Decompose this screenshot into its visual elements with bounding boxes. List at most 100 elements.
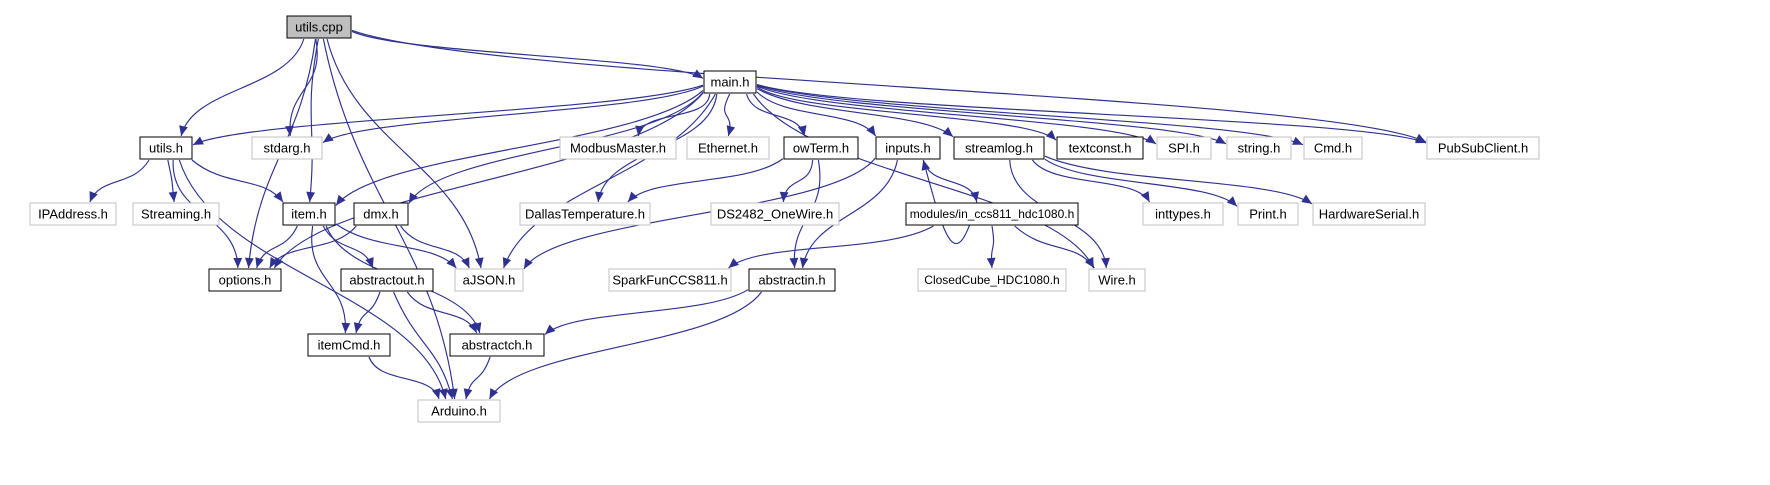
node-box[interactable] [905, 202, 1079, 226]
node-box[interactable] [454, 268, 524, 292]
node-box[interactable] [1056, 136, 1144, 160]
dependency-edge [503, 93, 716, 269]
graph-node-utils-cpp[interactable]: utils.cpputils.cpp [286, 15, 352, 39]
node-box[interactable] [307, 333, 391, 357]
node-box[interactable] [953, 136, 1045, 160]
node-box[interactable] [608, 268, 732, 292]
node-box[interactable] [1312, 202, 1426, 226]
edge-arrowhead [1140, 191, 1150, 202]
edge-arrowhead [431, 388, 441, 399]
node-box[interactable] [1226, 136, 1292, 160]
node-box[interactable] [1156, 136, 1212, 160]
edge-arrowhead [524, 258, 533, 269]
node-box[interactable] [251, 136, 323, 160]
node-box[interactable] [340, 268, 434, 292]
dependency-edge [351, 30, 704, 79]
edge-arrowhead [942, 126, 953, 137]
node-box[interactable] [703, 70, 757, 94]
edge-arrowhead [461, 257, 470, 268]
node-box[interactable] [282, 202, 336, 226]
edge-layer [89, 29, 1427, 400]
node-box[interactable] [917, 268, 1067, 292]
dependency-edge [322, 225, 374, 269]
edge-arrowhead [1215, 135, 1226, 144]
node-box[interactable] [1303, 136, 1363, 160]
edge-arrowhead [970, 191, 980, 202]
node-box[interactable] [449, 333, 545, 357]
node-box[interactable] [1142, 202, 1224, 226]
edge-arrowhead [635, 125, 644, 136]
node-box[interactable] [875, 136, 941, 160]
edge-arrowhead [799, 257, 809, 268]
node-box[interactable] [559, 136, 677, 160]
node-box[interactable] [208, 268, 282, 292]
dependency-edge [756, 83, 1427, 144]
dependency-edge [922, 159, 978, 203]
edge-arrowhead [341, 322, 351, 333]
node-box[interactable] [783, 136, 859, 160]
edge-arrowhead [726, 125, 736, 136]
edge-arrowhead [789, 257, 799, 268]
node-box[interactable] [1088, 268, 1146, 292]
node-box[interactable] [710, 202, 840, 226]
dependency-edge [801, 159, 899, 269]
node-box[interactable] [1426, 136, 1540, 160]
edge-arrowhead [1045, 129, 1056, 141]
node-box[interactable] [353, 202, 409, 226]
node-box[interactable] [1237, 202, 1299, 226]
edge-arrowhead [474, 257, 484, 268]
edge-arrowhead [1226, 196, 1237, 207]
node-box[interactable] [286, 15, 352, 39]
dependency-edge [192, 84, 704, 146]
node-box[interactable] [139, 136, 193, 160]
node-box[interactable] [519, 202, 651, 226]
dependency-edge [309, 38, 319, 203]
node-box[interactable] [29, 202, 117, 226]
edge-arrowhead [692, 69, 703, 79]
node-box[interactable] [417, 399, 501, 423]
edge-arrowhead [728, 258, 740, 268]
dependency-edge [756, 84, 1227, 145]
edge-arrowhead [323, 133, 334, 143]
graph-node-main-h[interactable]: main.hmain.h [703, 70, 757, 94]
dependency-edge [180, 38, 305, 137]
node-box[interactable] [686, 136, 770, 160]
node-box[interactable] [748, 268, 836, 292]
edge-arrowhead [1085, 257, 1095, 268]
graph-node-mod-ccs-h[interactable]: modules/in_ccs811_hdc1080.hmodules/in_cc… [905, 202, 1079, 226]
dependency-edge [273, 92, 704, 269]
node-box[interactable] [132, 202, 220, 226]
